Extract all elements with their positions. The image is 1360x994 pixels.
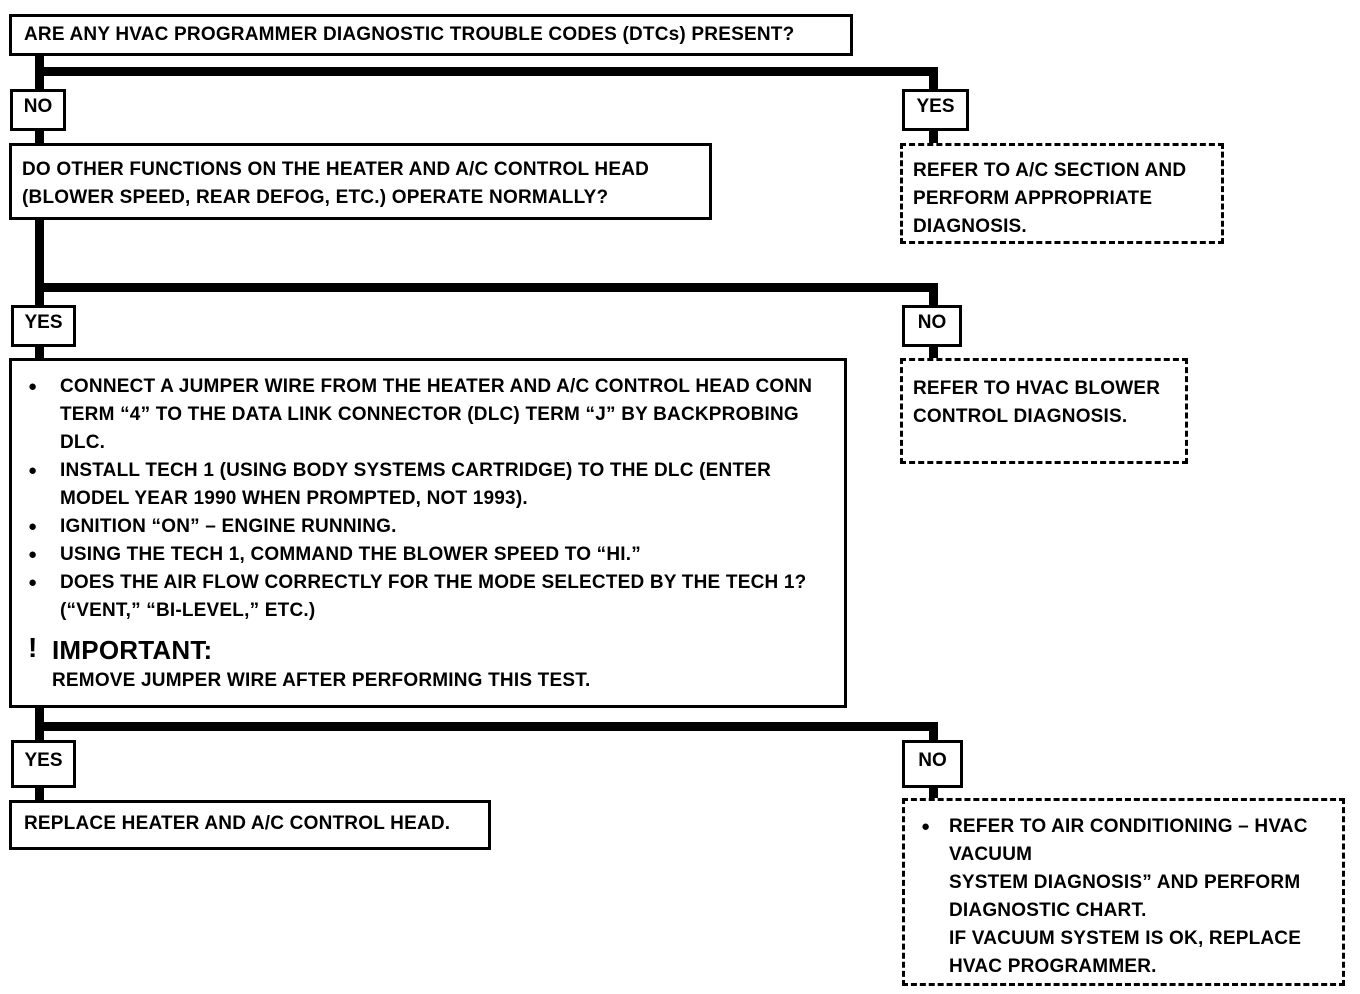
action-replace-control-head: REPLACE HEATER AND A/C CONTROL HEAD. [9,800,491,850]
label-text: NO [918,750,947,771]
action-line: VACUUM [949,844,1033,865]
connector-line [35,722,938,731]
label-yes: YES [11,740,76,788]
important-heading: ! IMPORTANT: [18,632,836,667]
label-no: NO [902,740,963,788]
connector-line [929,343,938,363]
question-line: DO OTHER FUNCTIONS ON THE HEATER AND A/C… [22,159,650,180]
connector-line [929,67,938,92]
test-step: CONNECT A JUMPER WIRE FROM THE HEATER AN… [18,373,836,457]
question-other-functions: DO OTHER FUNCTIONS ON THE HEATER AND A/C… [9,143,712,220]
label-no: NO [902,305,962,347]
test-step: DOES THE AIR FLOW CORRECTLY FOR THE MODE… [18,569,836,625]
label-text: NO [23,96,53,117]
bullet-dot: ● [921,818,931,835]
action-bullet: ● REFER TO AIR CONDITIONING – HVAC VACUU… [913,813,1334,981]
connector-line [929,283,938,309]
label-text: YES [24,312,63,333]
action-refer-vacuum-diagnosis: ● REFER TO AIR CONDITIONING – HVAC VACUU… [902,798,1345,986]
question-dtc-present: ARE ANY HVAC PROGRAMMER DIAGNOSTIC TROUB… [9,14,853,56]
action-line: REFER TO HVAC BLOWER [913,378,1161,399]
action-line: REFER TO A/C SECTION AND [913,160,1187,181]
connector-line [35,217,44,309]
test-step: INSTALL TECH 1 (USING BODY SYSTEMS CARTR… [18,457,836,513]
important-title: IMPORTANT: [52,635,213,665]
action-line: SYSTEM DIAGNOSIS” AND PERFORM [949,872,1301,893]
test-procedure-box: CONNECT A JUMPER WIRE FROM THE HEATER AN… [9,358,847,708]
action-refer-ac-section: REFER TO A/C SECTION AND PERFORM APPROPR… [900,143,1224,244]
action-line: DIAGNOSIS. [913,216,1027,237]
label-text: YES [916,96,955,117]
action-text: REPLACE HEATER AND A/C CONTROL HEAD. [24,813,451,834]
action-line: DIAGNOSTIC CHART. [949,900,1147,921]
action-line: HVAC PROGRAMMER. [949,956,1157,977]
label-yes: YES [11,305,76,347]
action-refer-blower-control: REFER TO HVAC BLOWER CONTROL DIAGNOSIS. [900,358,1188,464]
connector-line [929,722,938,743]
connector-line [35,67,938,76]
test-step: USING THE TECH 1, COMMAND THE BLOWER SPE… [18,541,836,569]
connector-line [35,128,44,146]
action-line: CONTROL DIAGNOSIS. [913,406,1128,427]
connector-line [35,343,44,363]
action-line: IF VACUUM SYSTEM IS OK, REPLACE [949,928,1302,949]
label-no: NO [10,89,66,131]
connector-line [929,128,938,146]
test-step: IGNITION “ON” – ENGINE RUNNING. [18,513,836,541]
action-line: PERFORM APPROPRIATE [913,188,1153,209]
connector-line [35,786,44,804]
test-steps-list: CONNECT A JUMPER WIRE FROM THE HEATER AN… [18,373,836,625]
label-yes: YES [902,89,969,131]
label-text: NO [917,312,947,333]
question-line: (BLOWER SPEED, REAR DEFOG, ETC.) OPERATE… [22,187,609,208]
connector-line [929,786,938,804]
important-text: REMOVE JUMPER WIRE AFTER PERFORMING THIS… [52,670,591,691]
connector-line [35,283,938,292]
question-text: ARE ANY HVAC PROGRAMMER DIAGNOSTIC TROUB… [24,24,795,45]
action-line: REFER TO AIR CONDITIONING – HVAC [949,816,1308,837]
label-text: YES [24,750,63,771]
important-icon: ! [28,632,38,663]
